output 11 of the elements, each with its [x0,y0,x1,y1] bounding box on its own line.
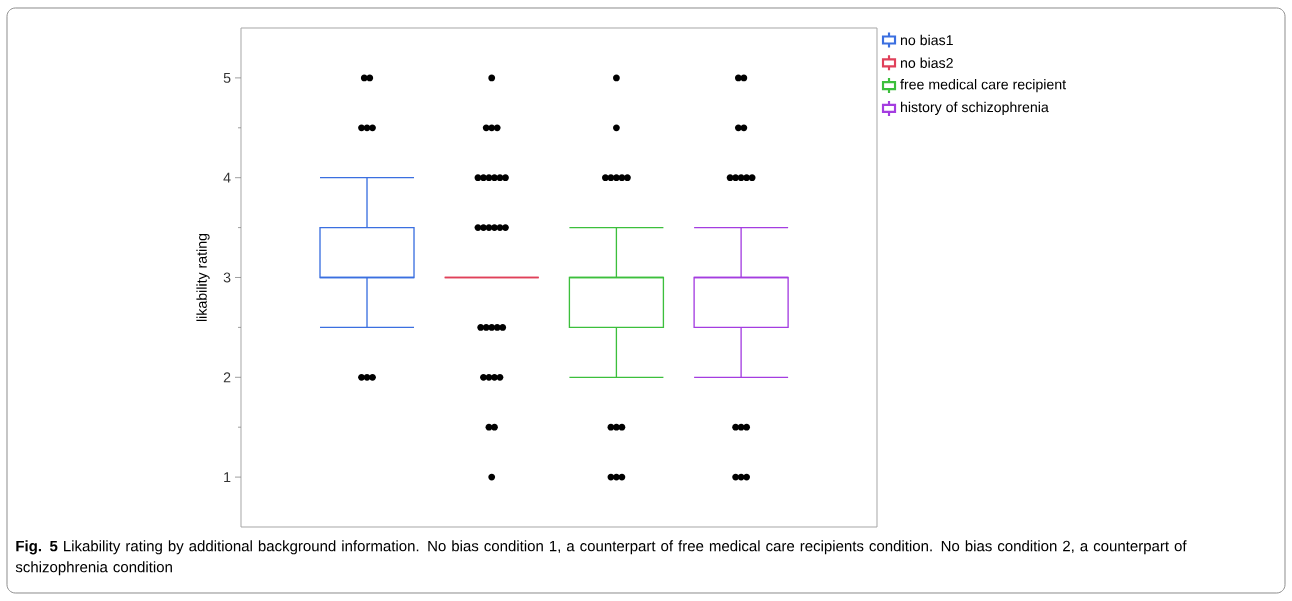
caption: Fig. 5 Likability rating by additional background information. No bias condition 1, a counterpart of free medical care recipients condition. No bias condition 2, a counterpart of schizophrenia condition [15,540,1187,576]
axis-title: likability rating [196,233,210,321]
tick-label: 1 [224,472,231,482]
tick-label: 3 [223,272,231,283]
tick-label: 2 [223,372,231,383]
legend-label: history of schizophrenia [901,101,1049,115]
legend-label: no bias2 [900,57,953,68]
tick-label: 4 [223,172,231,183]
tick-label: 5 [223,72,231,83]
legend-label: no bias1 [900,34,953,46]
legend-label: free medical care recipient [900,79,1066,93]
